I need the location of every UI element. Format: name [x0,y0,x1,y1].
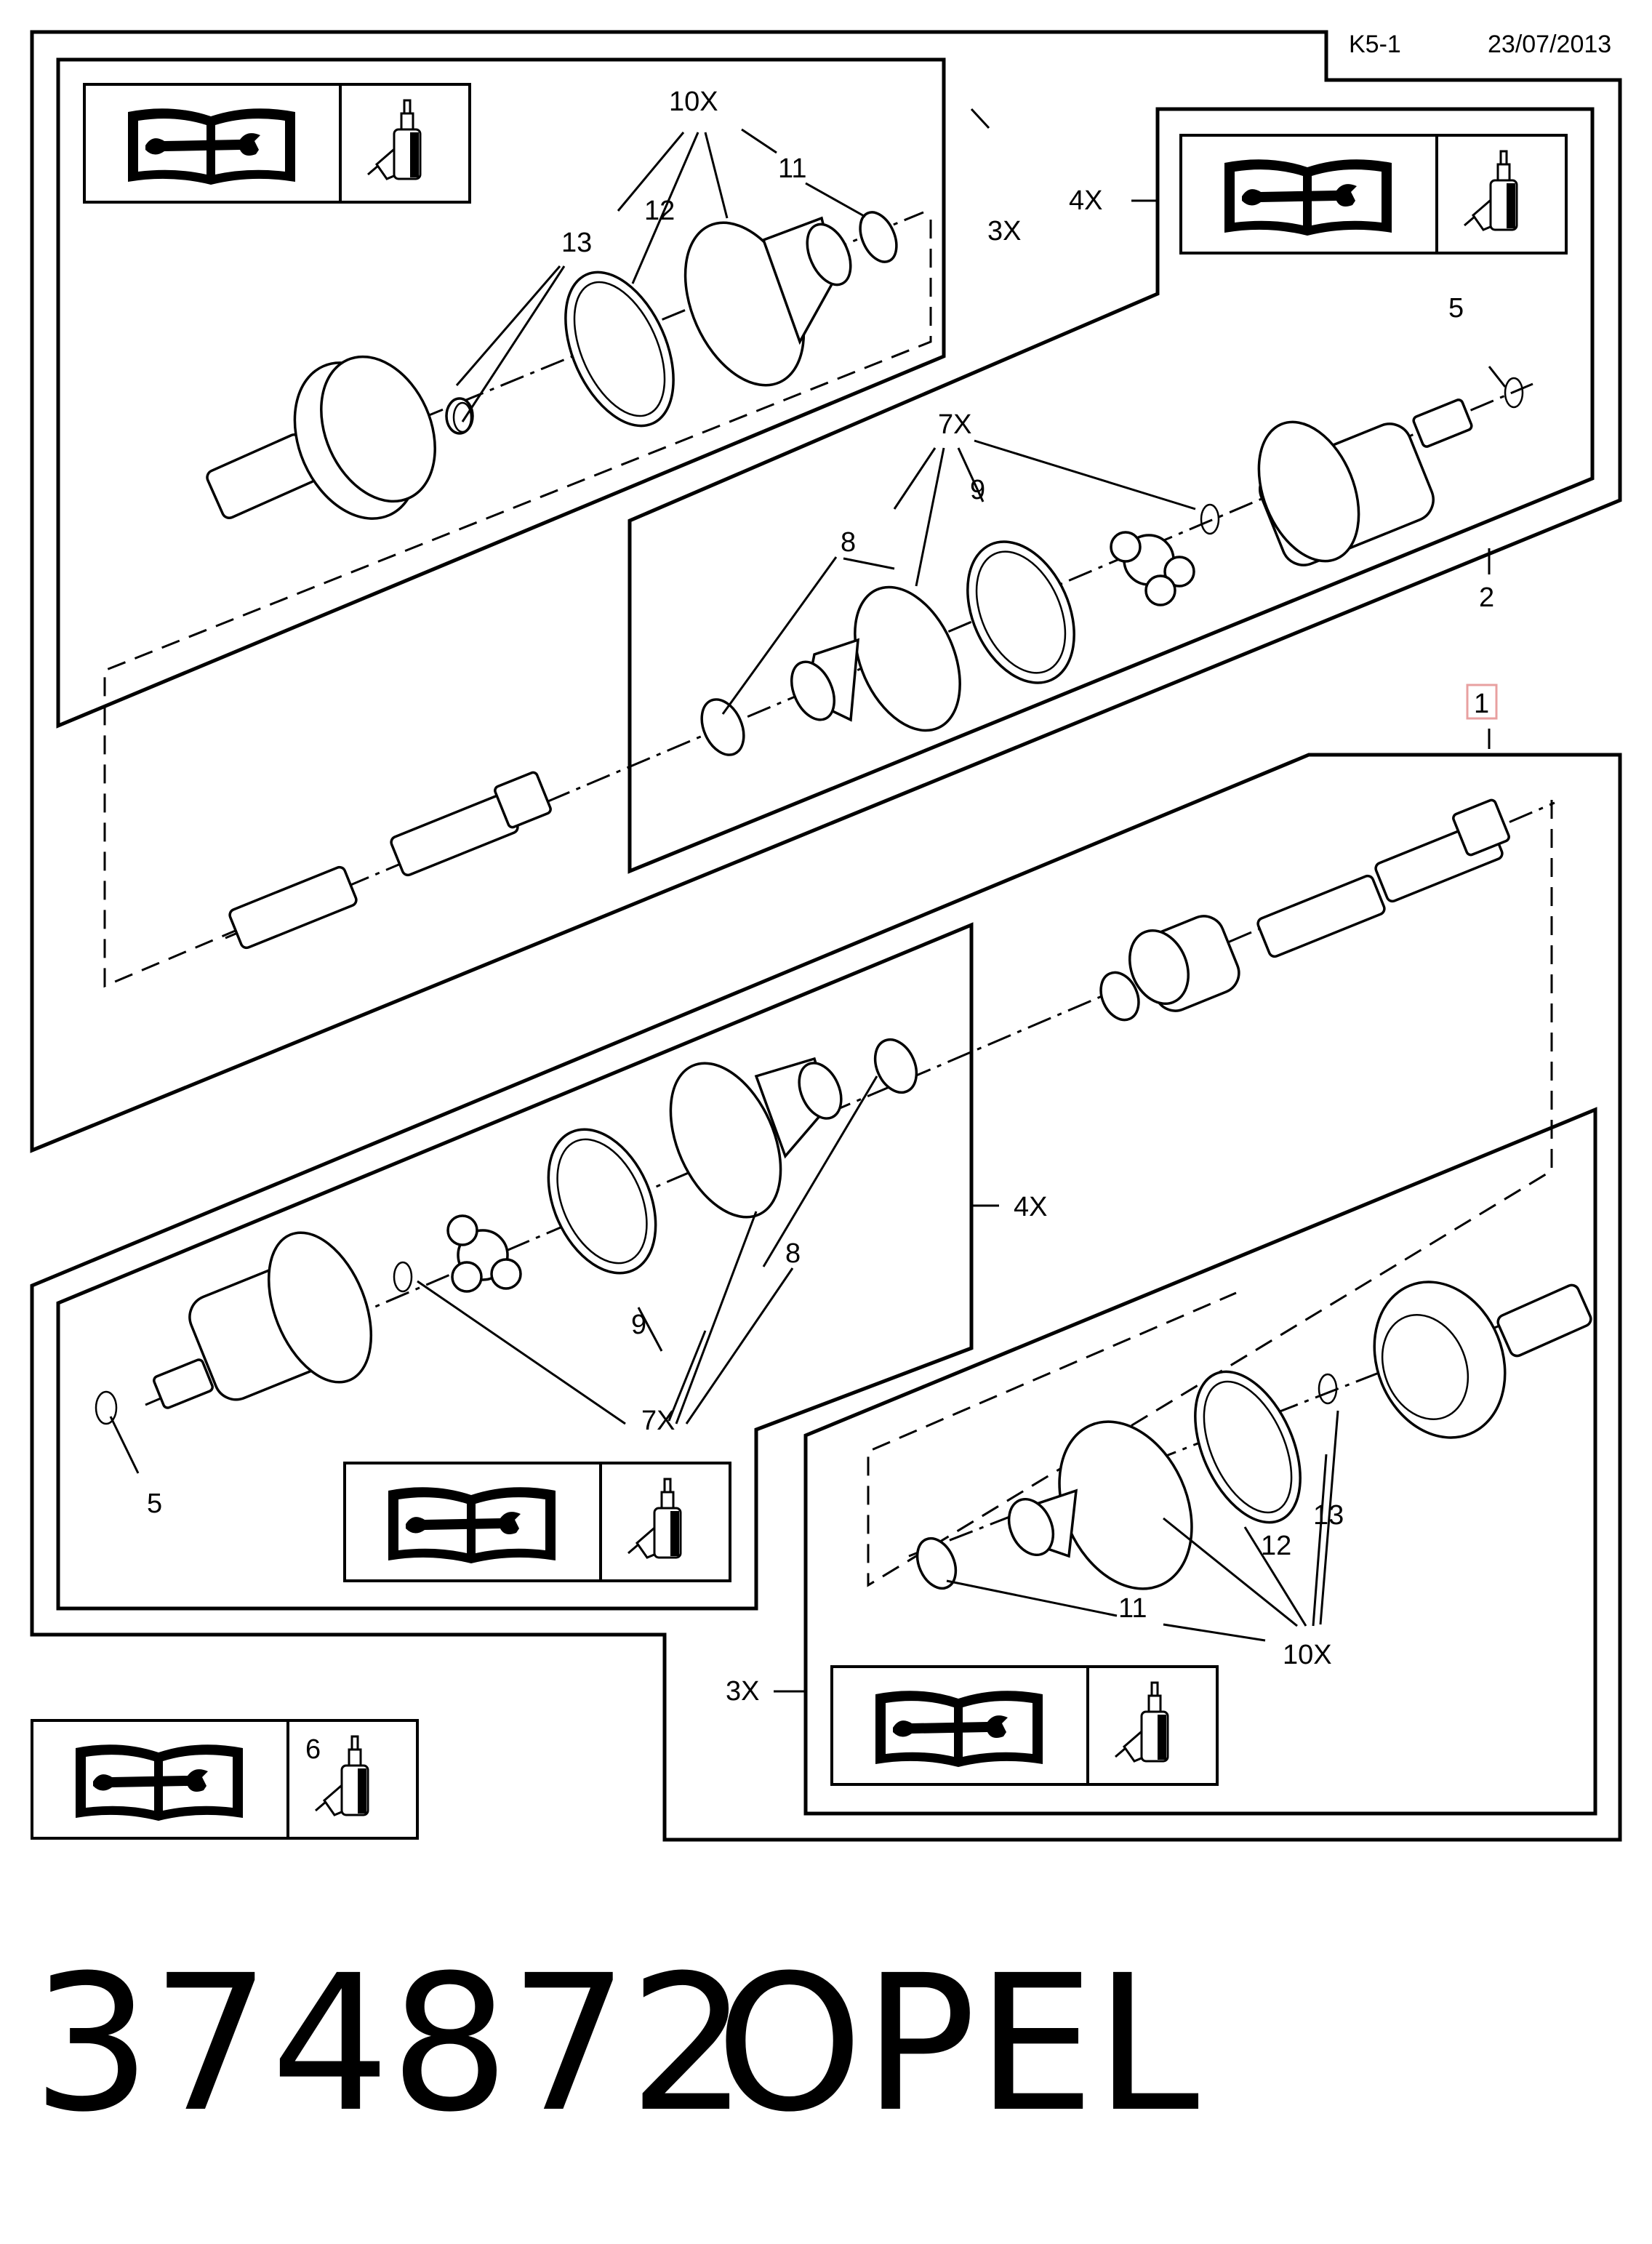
callout-2: 2 [1479,582,1494,613]
service-manual-icon-3 [343,1462,731,1582]
outer-cv-joint-upper [206,355,474,520]
boot-10-upper [683,216,852,387]
leader-lines [109,108,1507,1693]
callout-12-upper: 12 [644,196,675,226]
callout-11-lower: 11 [1118,1593,1147,1624]
service-manual-icon-1 [83,83,471,204]
inner-tripod-housing-lower [153,1231,373,1409]
outer-cv-joint-lower [1373,1281,1592,1439]
panel-inner-joint-upper [627,107,1595,874]
callout-1-box [1466,684,1498,720]
upper-assembly-frame [30,30,1622,1153]
brand-name: OPEL [715,1935,1200,2153]
callout-3x-upper: 3X [987,216,1021,247]
clamp-11-lower [915,1536,958,1590]
circlip-upper [452,377,1524,535]
clamp-ring-12-lower [1194,1370,1302,1524]
callout-13-upper: 13 [561,228,592,258]
clamp-ring-9-upper [966,540,1075,684]
clamp-ring-12-upper [564,271,675,428]
tripod-spider-lower [446,1214,522,1293]
shaft-upper [228,771,552,950]
service-manual-icon-5 [31,1719,419,1840]
tripod-spider-upper [1110,531,1195,606]
boot-8-upper [790,585,961,732]
panel-outer-joint-lower [803,1107,1597,1816]
damper-weight [1128,915,1240,1012]
callout-8-lower: 8 [785,1238,801,1269]
callout-6: 6 [305,1734,321,1765]
clamp-small-upper [700,698,745,756]
clamp-ring-9-lower [547,1128,657,1275]
callout-10x-lower: 10X [1283,1640,1332,1670]
callout-12-lower: 12 [1261,1531,1291,1561]
clamp-small-lower [873,971,1140,1094]
callout-10x-upper: 10X [669,87,718,117]
callout-3x-lower: 3X [726,1676,759,1707]
header-date: 23/07/2013 [1488,31,1611,58]
callout-11-upper: 11 [778,153,806,184]
callout-9-lower: 9 [631,1310,646,1340]
boot-8-lower [669,1057,843,1219]
service-manual-icon-2 [1179,134,1568,255]
inner-tripod-housing-upper [1257,398,1473,566]
boot-10-lower [1007,1420,1193,1590]
lower-cut-line [867,800,1553,1587]
circlip-lower [95,1261,1338,1425]
callout-13-lower: 13 [1313,1500,1344,1531]
service-manual-icon-4 [830,1665,1219,1786]
callout-7x-lower: 7X [641,1406,675,1436]
header-code: K5-1 [1349,31,1401,58]
callout-1: 1 [1474,689,1489,719]
callout-5-upper: 5 [1448,293,1464,324]
panel-outer-joint-upper [56,57,946,729]
callout-4x-upper: 4X [1069,185,1102,216]
shaft-lower [1256,798,1510,958]
panel-inner-joint-lower [56,922,974,1611]
lower-assembly-frame [30,753,1622,1842]
callout-5-lower: 5 [147,1488,162,1519]
callout-7x-upper: 7X [938,409,971,440]
callout-4x-lower: 4X [1014,1192,1047,1222]
callout-8-upper: 8 [841,527,856,558]
clamp-11-upper [859,211,898,263]
callout-9-upper: 9 [970,475,985,505]
part-number: 374872 [32,1935,748,2153]
upper-cut-line [103,220,932,988]
